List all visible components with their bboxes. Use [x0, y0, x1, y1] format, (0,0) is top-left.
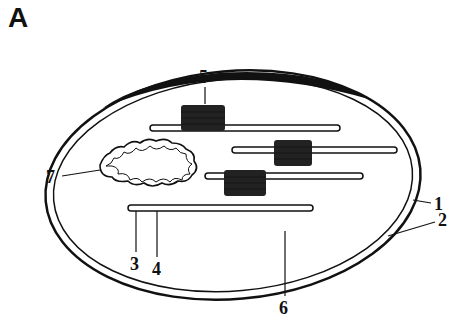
dark-shading	[101, 60, 371, 123]
outer-membrane	[36, 55, 430, 315]
callout-number: 5	[199, 68, 208, 86]
callout-number: 7	[46, 168, 55, 186]
callout-number: 2	[438, 211, 447, 229]
dna-coil	[106, 146, 192, 182]
thylakoid-lamellae	[128, 125, 397, 211]
callout-number: 3	[130, 255, 139, 273]
callout-number: 4	[152, 260, 161, 278]
panel-letter: A	[8, 4, 28, 32]
dna-loop	[100, 139, 197, 186]
granum-stripes	[181, 112, 312, 189]
callout-number: 6	[279, 299, 288, 317]
leader-lines	[62, 87, 435, 296]
grana	[181, 105, 312, 196]
membranes	[36, 55, 430, 315]
inner-membrane	[44, 64, 421, 307]
